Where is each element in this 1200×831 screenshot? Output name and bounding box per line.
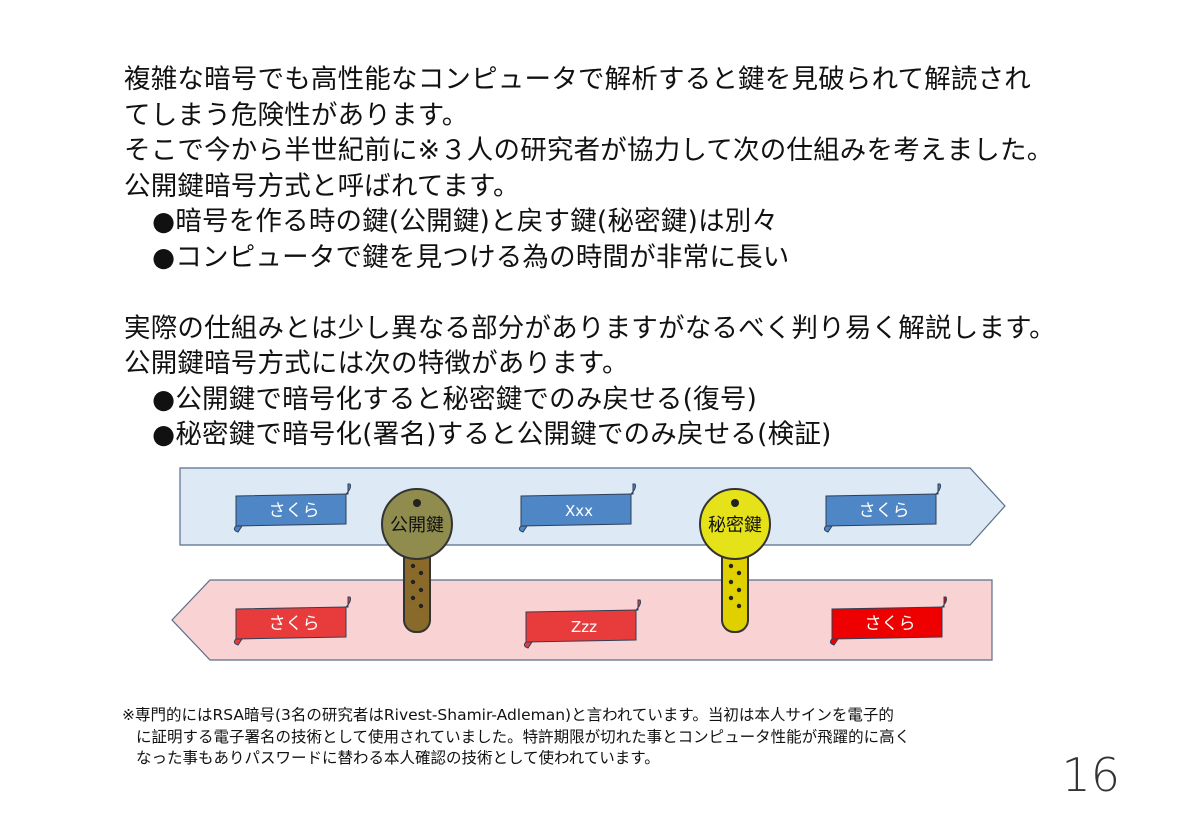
bullet-item: ●秘密鍵で暗号化(署名)すると公開鍵でのみ戻せる(検証) [152,419,832,450]
paragraph-line: 公開鍵暗号方式には次の特徴があります。 [124,348,629,379]
private-key-icon: 秘密鍵 [699,488,771,633]
footnote: ※専門的にはRSA暗号(3名の研究者はRivest-Shamir-Adleman… [122,705,1082,770]
scroll-label: Zzz [571,618,597,636]
scroll-label: さくら [859,501,910,521]
scroll-top-3: さくら [823,483,941,533]
bullet-item: ●暗号を作る時の鍵(公開鍵)と戻す鍵(秘密鍵)は別々 [152,206,779,237]
footnote-line: に証明する電子署名の技術として使用されていました。特許期限が切れた事とコンピュー… [136,727,911,746]
scroll-bottom-1: さくら [233,596,351,646]
scroll-top-1: さくら [233,483,351,533]
footnote-line: ※専門的にはRSA暗号(3名の研究者はRivest-Shamir-Adleman… [122,706,894,724]
scroll-label: Xxx [565,502,593,520]
scroll-label: さくら [269,501,320,521]
scroll-label: さくら [865,614,916,634]
paragraph-line: 複雑な暗号でも高性能なコンピュータで解析すると鍵を見破られて解読され [124,64,1032,95]
scroll-label: さくら [269,614,320,634]
paragraph-line: そこで今から半世紀前に※３人の研究者が協力して次の仕組みを考えました。 [124,135,1054,166]
private-key-label: 秘密鍵 [708,515,762,536]
bullet-item: ●公開鍵で暗号化すると秘密鍵でのみ戻せる(復号) [152,383,758,415]
paragraph-line: 公開鍵暗号方式と呼ばれてます。 [124,170,520,202]
public-key-icon: 公開鍵 [381,488,453,633]
paragraph-line: てしまう危険性があります。 [124,99,469,131]
scroll-bottom-3: さくら [829,596,947,646]
scroll-top-2: Xxx [518,483,636,533]
public-key-label: 公開鍵 [390,515,444,536]
main-text: 複雑な暗号でも高性能なコンピュータで解析すると鍵を見破られて解読され てしまう危… [124,62,1124,453]
page-number: 16 [1061,748,1120,802]
bullet-item: ●コンピュータで鍵を見つける為の時間が非常に長い [152,241,790,273]
scroll-bottom-2: Zzz [523,599,641,649]
paragraph-line: 実際の仕組みとは少し異なる部分がありますがなるべく判り易く解説します。 [124,312,1056,344]
footnote-line: なった事もありパスワードに替わる本人確認の技術として使われています。 [136,749,660,767]
